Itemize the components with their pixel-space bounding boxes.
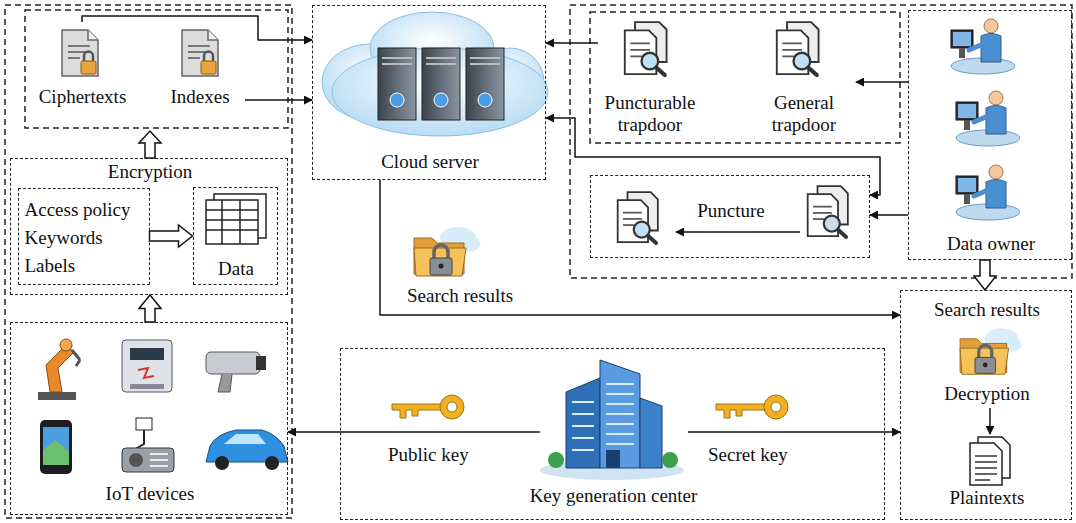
icon-node: General trapdoor — [752, 18, 856, 140]
node-text: Data — [194, 258, 279, 280]
iot-device-icons — [38, 339, 288, 474]
free-label: Search results — [405, 285, 515, 307]
node-text: Access policy — [25, 199, 149, 221]
dashed-box: Search resultsDecryptionPlaintexts — [900, 290, 1072, 520]
dashed-box: Access policyKeywordsLabels — [18, 188, 150, 285]
hollow-arrow — [974, 260, 996, 290]
icon-node: Ciphertexts — [30, 22, 135, 112]
document-lock-icons — [62, 30, 218, 76]
cloud-icon — [322, 12, 548, 136]
node-text: Encryption — [11, 161, 289, 183]
node-text: Plaintexts — [901, 487, 1073, 509]
arrow-connector — [380, 180, 900, 315]
region-frames — [5, 5, 1072, 518]
dashed-box: Puncture — [590, 175, 870, 258]
node-text: Cloud server — [313, 151, 547, 173]
dashed-box: EncryptionAccess policyKeywordsLabelsDat… — [10, 158, 288, 295]
arrow-connector — [82, 16, 312, 40]
node-text: IoT devices — [11, 483, 289, 505]
edge-label: Secret key — [706, 444, 790, 466]
node-text: Key generation center — [341, 485, 886, 507]
dashed-box: Key generation center — [340, 348, 885, 520]
dashed-box: IoT devices — [10, 322, 288, 515]
hollow-arrow — [139, 131, 161, 158]
hollow-arrow — [139, 295, 161, 322]
node-text: General trapdoor — [752, 92, 856, 136]
dashed-box: Data owner — [908, 10, 1072, 260]
building-icon — [540, 360, 684, 480]
node-text: Decryption — [901, 383, 1073, 405]
node-text: Puncturable trapdoor — [598, 92, 702, 136]
dashed-box: Cloud server — [312, 5, 546, 180]
node-text: Ciphertexts — [30, 86, 135, 108]
edge-label: Public key — [386, 444, 471, 466]
node-text: Keywords — [25, 227, 149, 249]
icon-node: Indexes — [155, 22, 245, 112]
node-text: Labels — [25, 255, 149, 277]
hollow-arrow — [150, 225, 193, 247]
node-text: Search results — [901, 299, 1073, 321]
arrow-connector — [288, 431, 340, 433]
decryption-arrow — [989, 408, 991, 434]
arrow-connector — [856, 81, 908, 83]
puncture-arrow — [676, 231, 800, 233]
arrow-connector — [245, 99, 312, 101]
node-text: Puncture — [686, 200, 776, 222]
node-text: Indexes — [155, 86, 245, 108]
arrow-connector — [870, 214, 908, 216]
arrow-connector — [546, 42, 598, 44]
data-owner-icons — [951, 19, 1020, 220]
node-text: Data owner — [909, 233, 1073, 255]
dashed-box: Data — [193, 187, 278, 285]
data-table-icon — [206, 194, 266, 244]
arrow-connector — [885, 431, 900, 433]
plaintext-icon — [970, 437, 1010, 485]
icon-node: Puncturable trapdoor — [598, 18, 702, 140]
